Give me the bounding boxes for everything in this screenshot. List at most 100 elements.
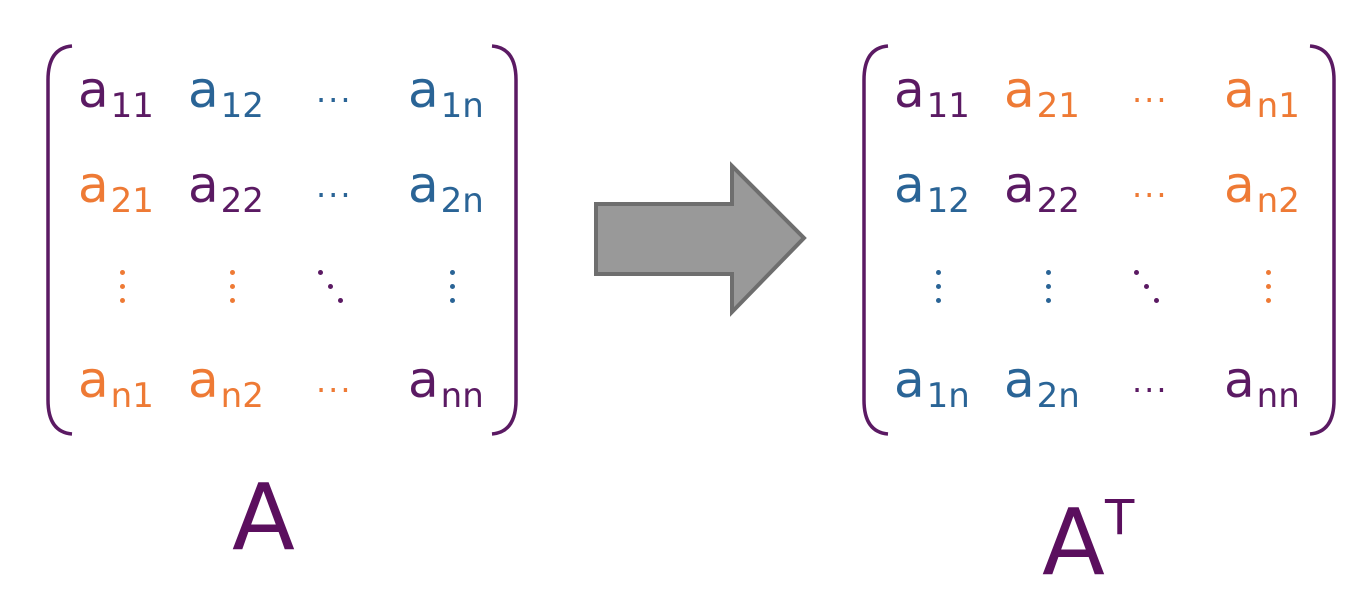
matrix-entry: ann	[408, 340, 484, 420]
vdot	[230, 284, 235, 289]
matrix-a-right-bracket	[491, 44, 518, 436]
matrix-entry: a21	[78, 145, 154, 225]
vdot	[120, 298, 125, 303]
entry-subscript: 2n	[440, 181, 484, 221]
vdot	[1046, 270, 1051, 275]
vdot	[1266, 270, 1271, 275]
diagonal-ellipsis	[318, 270, 358, 310]
entry-subscript: 1n	[926, 376, 970, 416]
vertical-ellipsis	[936, 270, 944, 310]
entry-base: a	[188, 351, 219, 409]
matrix-at-left-bracket	[862, 44, 889, 436]
matrix-a-label-text: A	[232, 464, 295, 571]
right-arrow-icon	[594, 161, 807, 317]
entry-base: a	[188, 61, 219, 119]
horizontal-ellipsis: ...	[316, 167, 353, 205]
entry-base: a	[1004, 61, 1035, 119]
entry-subscript: 12	[220, 86, 264, 126]
vdot	[1266, 284, 1271, 289]
transpose-superscript: T	[1104, 490, 1135, 546]
vdot	[120, 270, 125, 275]
matrix-entry: a2n	[408, 145, 484, 225]
ddot	[318, 270, 323, 275]
entry-subscript: 21	[1036, 86, 1080, 126]
entry-subscript: n1	[110, 376, 154, 416]
matrix-at-right-bracket	[1309, 44, 1336, 436]
horizontal-ellipsis: ...	[1132, 167, 1169, 205]
matrix-entry: a1n	[408, 50, 484, 130]
vdot	[936, 284, 941, 289]
vdot	[230, 270, 235, 275]
ddot	[328, 284, 333, 289]
matrix-entry: a12	[188, 50, 264, 130]
entry-subscript: 1n	[440, 86, 484, 126]
matrix-a-left-bracket	[46, 44, 73, 436]
matrix-entry: an2	[1224, 145, 1300, 225]
vdot	[1266, 298, 1271, 303]
entry-subscript: 11	[926, 86, 970, 126]
ddot	[1134, 270, 1139, 275]
matrix-entry: a22	[188, 145, 264, 225]
vdot	[120, 284, 125, 289]
vertical-ellipsis	[450, 270, 458, 310]
vdot	[450, 298, 455, 303]
matrix-entry: a12	[894, 145, 970, 225]
vertical-ellipsis	[120, 270, 128, 310]
ddot	[1154, 298, 1159, 303]
entry-base: a	[188, 156, 219, 214]
matrix-entry: a11	[78, 50, 154, 130]
ddot	[1144, 284, 1149, 289]
entry-subscript: nn	[440, 376, 484, 416]
entry-base: a	[408, 156, 439, 214]
horizontal-ellipsis: ...	[1132, 362, 1169, 400]
matrix-entry: an2	[188, 340, 264, 420]
matrix-entry: a22	[1004, 145, 1080, 225]
entry-base: a	[894, 156, 925, 214]
entry-subscript: 22	[220, 181, 264, 221]
matrix-entry: an1	[1224, 50, 1300, 130]
vertical-ellipsis	[230, 270, 238, 310]
matrix-entry: a21	[1004, 50, 1080, 130]
matrix-at-label: AT	[1042, 468, 1134, 593]
matrix-entry: a11	[894, 50, 970, 130]
entry-base: a	[1224, 61, 1255, 119]
entry-subscript: n1	[1256, 86, 1300, 126]
entry-subscript: 12	[926, 181, 970, 221]
matrix-entry: an1	[78, 340, 154, 420]
matrix-entry: a2n	[1004, 340, 1080, 420]
entry-base: a	[1004, 351, 1035, 409]
entry-subscript: 22	[1036, 181, 1080, 221]
entry-base: a	[894, 351, 925, 409]
matrix-at-label-text: A	[1042, 489, 1105, 596]
entry-subscript: n2	[220, 376, 264, 416]
vdot	[450, 284, 455, 289]
matrix-entry: a1n	[894, 340, 970, 420]
entry-subscript: nn	[1256, 376, 1300, 416]
entry-base: a	[1224, 351, 1255, 409]
vdot	[936, 298, 941, 303]
entry-base: a	[78, 156, 109, 214]
entry-subscript: 2n	[1036, 376, 1080, 416]
matrix-a-label: A	[232, 468, 295, 568]
entry-base: a	[78, 61, 109, 119]
diagonal-ellipsis	[1134, 270, 1174, 310]
matrix-entry: ann	[1224, 340, 1300, 420]
horizontal-ellipsis: ...	[316, 362, 353, 400]
entry-base: a	[894, 61, 925, 119]
vdot	[230, 298, 235, 303]
vdot	[450, 270, 455, 275]
entry-base: a	[78, 351, 109, 409]
entry-subscript: 11	[110, 86, 154, 126]
entry-subscript: 21	[110, 181, 154, 221]
entry-base: a	[408, 61, 439, 119]
vertical-ellipsis	[1266, 270, 1274, 310]
vdot	[936, 270, 941, 275]
entry-base: a	[1224, 156, 1255, 214]
vdot	[1046, 298, 1051, 303]
horizontal-ellipsis: ...	[316, 72, 353, 110]
vertical-ellipsis	[1046, 270, 1054, 310]
entry-base: a	[1004, 156, 1035, 214]
horizontal-ellipsis: ...	[1132, 72, 1169, 110]
ddot	[338, 298, 343, 303]
